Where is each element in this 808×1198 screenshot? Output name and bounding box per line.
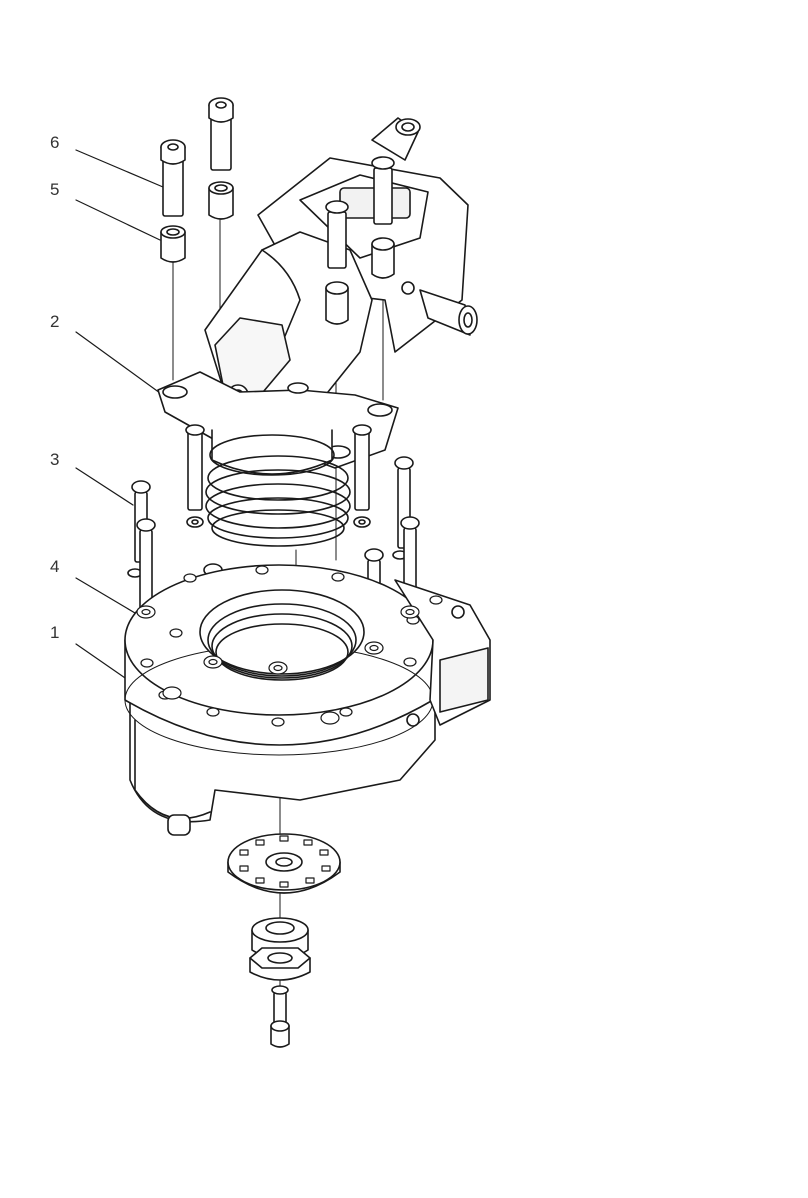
leader-lines [75, 149, 164, 681]
slewing-drive-housing [124, 564, 491, 836]
fitting-side [401, 281, 478, 336]
washer-4 [136, 605, 420, 725]
encoder-disc [227, 833, 341, 894]
top-screws-group [160, 97, 234, 263]
spacer-5a [160, 225, 186, 263]
hex-nut [249, 947, 311, 981]
motor-pilot [211, 429, 333, 475]
callout-4: 4 [50, 557, 60, 576]
fitting-top [371, 117, 421, 161]
callout-6: 6 [50, 133, 60, 152]
callout-5: 5 [50, 180, 60, 199]
callout-2: 2 [50, 312, 60, 331]
motor-screws [325, 156, 395, 325]
ring-bore [199, 589, 365, 675]
cap-screw-6a [160, 139, 186, 217]
callout-3: 3 [50, 450, 60, 469]
washers [127, 516, 408, 578]
motor-flange [157, 371, 399, 469]
encoder-slots [239, 835, 331, 888]
callout-1: 1 [50, 623, 60, 642]
hydraulic-motor [157, 117, 478, 547]
bottom-screw [270, 985, 290, 1048]
spacer-5b [208, 181, 234, 220]
seal-rings [205, 455, 351, 547]
cap-screw-6b [208, 97, 234, 171]
